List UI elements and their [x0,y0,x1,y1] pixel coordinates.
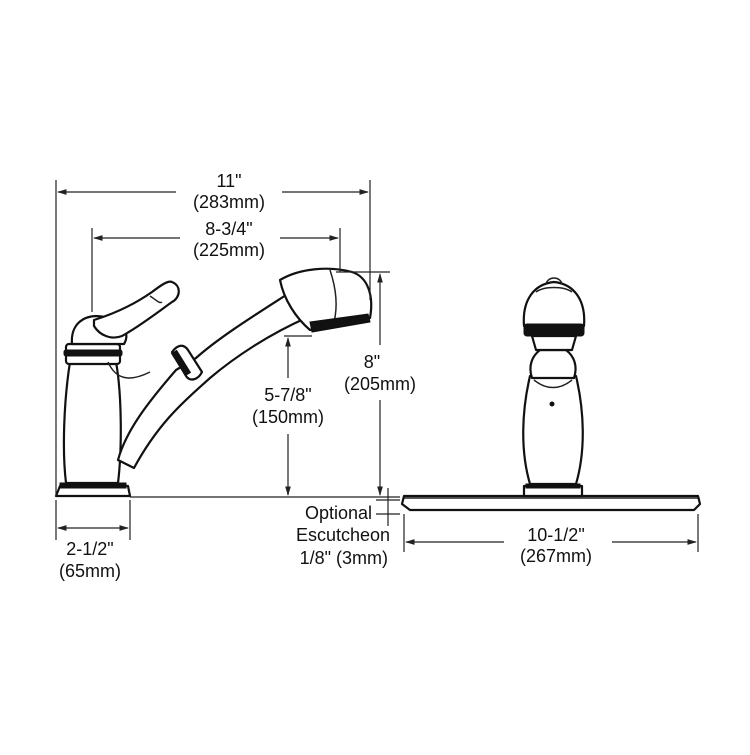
lever-detail [149,295,163,304]
escutcheon-plate [400,494,702,512]
base-diameter-metric: (65mm) [59,561,121,581]
spray-face [309,313,371,333]
escutcheon-width-imperial: 10-1/2" [527,525,584,545]
faucet-body [62,360,122,485]
faucet-side-view [54,267,373,498]
escutcheon-label-line3: 1/8" (3mm) [300,548,388,568]
spout-clearance-metric: (150mm) [252,407,324,427]
escutcheon-label-line1: Optional [305,503,372,523]
escutcheon-width-metric: (267mm) [520,546,592,566]
faucet-lever-handle [92,280,180,339]
front-neck-curve [533,379,573,389]
dimension-base-diameter: 2-1/2" (65mm) [55,500,131,581]
front-body-dot [549,401,555,407]
front-spray-head [522,280,586,328]
pull-out-spray-head [278,267,373,332]
faucet-front-view [400,277,702,512]
front-neck [529,348,577,380]
dimension-overall-height: 8" (205mm) [336,271,416,496]
spout-reach-metric: (225mm) [193,240,265,260]
front-spray-face [523,323,585,337]
overall-width-metric: (283mm) [193,192,265,212]
escutcheon-label-line2: Escutcheon [296,525,390,545]
spout-reach-imperial: 8-3/4" [205,219,252,239]
spout-inner-curve [107,361,151,379]
dimension-overall-width: 11" (283mm) [55,171,371,496]
overall-width-imperial: 11" [216,171,241,191]
front-body [522,374,584,486]
dimension-spout-clearance: 5-7/8" (150mm) [252,335,324,496]
spray-head-seam [329,269,337,323]
front-head-collar [530,334,578,352]
collar-ring [63,349,123,357]
front-head-detail [535,286,573,293]
overall-height-imperial: 8" [364,352,380,372]
connector-band [170,349,192,377]
base-diameter-imperial: 2-1/2" [66,539,113,559]
spout-clearance-imperial: 5-7/8" [264,385,311,405]
dimension-escutcheon-width: 10-1/2" (267mm) [403,514,699,566]
dimension-escutcheon-thickness: Optional Escutcheon 1/8" (3mm) [296,488,400,568]
overall-height-metric: (205mm) [344,374,416,394]
front-head-cap [545,277,563,285]
dimension-spout-reach: 8-3/4" (225mm) [91,219,341,312]
